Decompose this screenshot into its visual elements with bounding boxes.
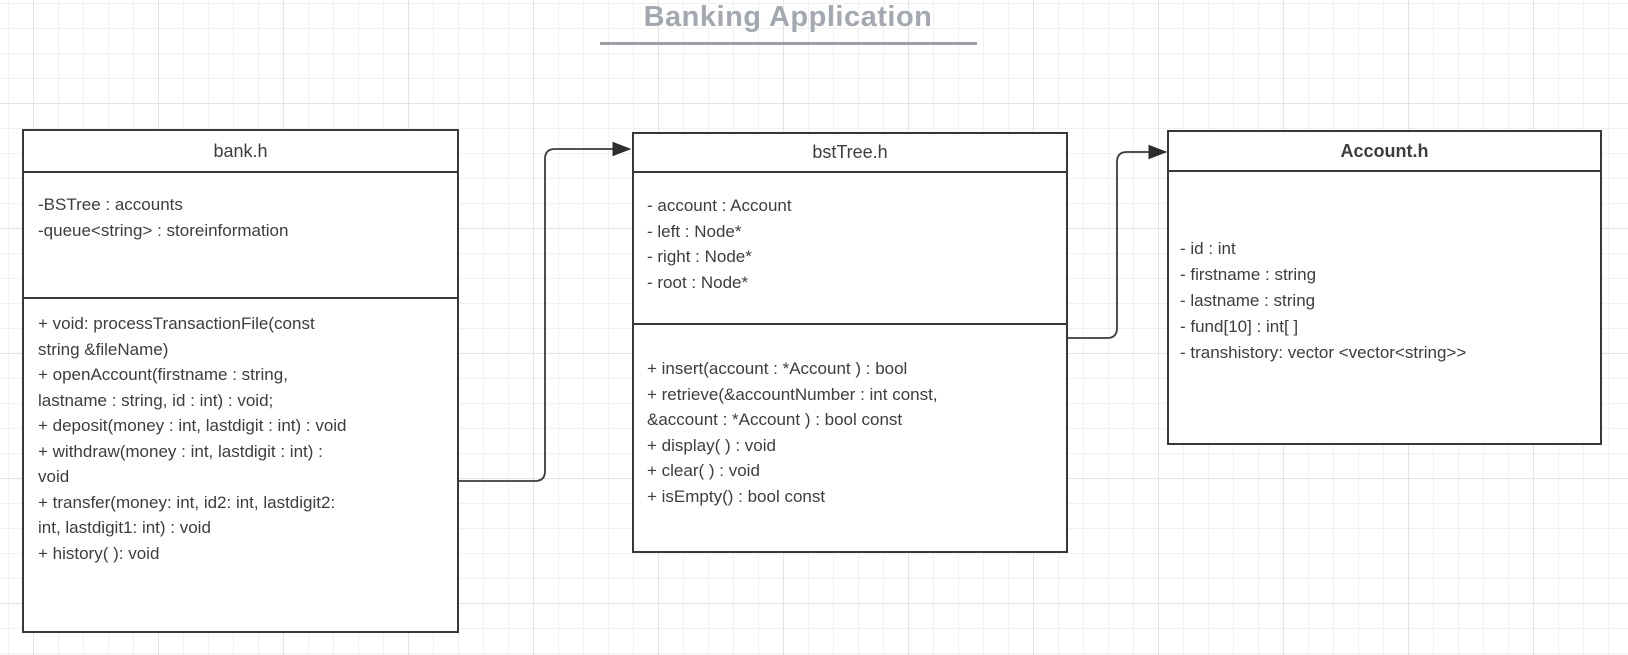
text-line: - right : Node* xyxy=(647,247,752,266)
text-line: - firstname : string xyxy=(1180,265,1317,284)
text-line: + isEmpty() : bool const xyxy=(647,486,826,506)
text-line: + openAccount(firstname : string, xyxy=(38,365,288,384)
text-line: lastname : string, id : int) : void; xyxy=(38,390,274,410)
text-line: -queue<string> : storeinformation xyxy=(38,220,289,240)
text-line: - account : Account xyxy=(647,196,792,215)
text-line: + transfer(money: int, id2: int, lastdig… xyxy=(38,492,336,512)
methods-section: + void: processTransactionFile(const stri… xyxy=(24,299,457,566)
connector-line xyxy=(1067,151,1149,339)
text-line: + clear( ) : void xyxy=(647,461,760,480)
text-line: -BSTree : accounts xyxy=(38,195,183,214)
text-line: - fund[10] : int[ ] xyxy=(1180,317,1299,336)
text-line: + insert(account : *Account ) : bool xyxy=(647,359,908,378)
text-line: + withdraw(money : int, lastdigit : int)… xyxy=(38,441,323,461)
class-box-account: Account.h - id : int - firstname : string… xyxy=(1167,130,1602,445)
connector-bank-to-bsttree xyxy=(459,141,632,482)
class-name-header: Account.h xyxy=(1169,132,1600,172)
text-line: + void: processTransactionFile(const xyxy=(38,314,315,333)
arrow-head-icon xyxy=(1148,144,1168,160)
text-line: + deposit(money : int, lastdigit : int) … xyxy=(38,416,347,435)
class-name-header: bstTree.h xyxy=(634,134,1066,173)
text-line: + display( ) : void xyxy=(647,435,776,455)
attributes-section: - account : Account - left : Node* - right… xyxy=(634,173,1066,325)
class-box-bank: bank.h -BSTree : accounts -queue<string> … xyxy=(22,129,459,633)
connector-bsttree-to-account xyxy=(1067,144,1168,339)
connector-line xyxy=(459,148,613,482)
text-line: + history( ): void xyxy=(38,543,160,563)
class-name-header: bank.h xyxy=(24,131,457,173)
text-line: void xyxy=(38,467,70,486)
text-line: &account : *Account ) : bool const xyxy=(647,410,903,429)
methods-section: + insert(account : *Account ) : bool + re… xyxy=(634,325,1066,509)
attributes-section: -BSTree : accounts -queue<string> : store… xyxy=(24,173,457,299)
text-line: int, lastdigit1: int) : void xyxy=(38,518,211,537)
text-line: - transhistory: vector <vector<string>> xyxy=(1180,343,1467,362)
text-line: - id : int xyxy=(1180,239,1236,258)
text-line: - left : Node* xyxy=(647,221,742,241)
diagram-title: Banking Application xyxy=(643,1,933,33)
text-line: string &fileName) xyxy=(38,339,169,359)
arrow-head-icon xyxy=(612,141,632,157)
text-line: - root : Node* xyxy=(647,272,749,292)
class-box-bsttree: bstTree.h - account : Account - left : No… xyxy=(632,132,1068,553)
title-underline-rule xyxy=(600,42,977,45)
text-line: + retrieve(&accountNumber : int const, xyxy=(647,384,938,404)
text-line: - lastname : string xyxy=(1180,291,1316,310)
attributes-section: - id : int - firstname : string - lastname… xyxy=(1169,172,1600,366)
